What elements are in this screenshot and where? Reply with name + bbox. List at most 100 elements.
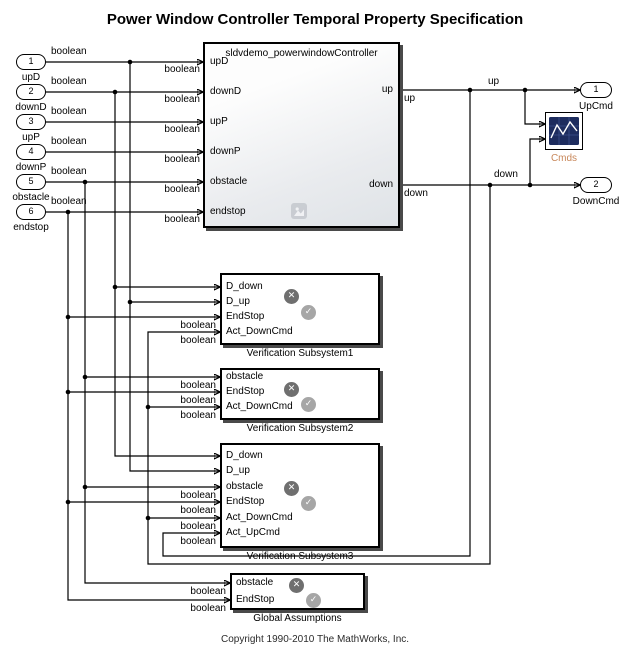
- wire-downD-trunk-to-vs3[interactable]: [114, 92, 220, 456]
- type-label: boolean: [180, 410, 216, 421]
- outport-1-name: UpCmd: [579, 101, 613, 112]
- signal-label-up: up: [488, 76, 500, 87]
- branch-dots: [65, 59, 533, 521]
- vs3-input-d-down: D_down: [226, 450, 263, 461]
- diagram-title: Power Window Controller Temporal Propert…: [106, 11, 524, 28]
- verification-subsystem1-name: Verification Subsystem1: [246, 348, 354, 359]
- type-label: boolean: [164, 124, 200, 135]
- vs3-input-act-downcmd: Act_DownCmd: [226, 512, 293, 523]
- verification-subsystem2-block[interactable]: obstacle EndStop Act_DownCmd ✕ ✓: [220, 368, 380, 420]
- controller-input-downD: downD: [210, 86, 242, 97]
- controller-block[interactable]: sldvdemo_powerwindowController upD downD…: [203, 42, 400, 228]
- vs3-input-obstacle: obstacle: [226, 481, 264, 492]
- vs1-input-endstop: EndStop: [226, 311, 265, 322]
- signal-label-down: down: [404, 188, 428, 199]
- wire-up-to-scope[interactable]: [524, 90, 545, 124]
- vs2-input-obstacle: obstacle: [226, 371, 264, 382]
- x-badge-icon: ✕: [289, 578, 304, 593]
- type-label: boolean: [164, 94, 200, 105]
- type-label: boolean: [51, 196, 87, 207]
- verification-subsystem3-block[interactable]: D_down D_up obstacle EndStop Act_DownCmd…: [220, 443, 380, 548]
- inport-4[interactable]: 4: [16, 144, 46, 160]
- x-badge-icon: ✕: [284, 289, 299, 304]
- type-label: boolean: [164, 214, 200, 225]
- global-assumptions-block[interactable]: obstacle EndStop ✕ ✓: [230, 573, 365, 610]
- type-label: boolean: [164, 184, 200, 195]
- wire-upD-trunk-to-vs3[interactable]: [129, 62, 220, 471]
- vs3-input-endstop: EndStop: [226, 496, 265, 507]
- wire-endstop-trunk-to-ga[interactable]: [67, 212, 230, 600]
- scope-screen-icon: [549, 117, 579, 145]
- type-label: boolean: [180, 505, 216, 516]
- verification-subsystem3-name: Verification Subsystem3: [246, 551, 354, 562]
- type-label: boolean: [180, 335, 216, 346]
- vs3-input-act-upcmd: Act_UpCmd: [226, 527, 280, 538]
- check-badge-icon: ✓: [301, 397, 316, 412]
- scope-name: Cmds: [550, 153, 578, 164]
- type-label: boolean: [180, 380, 216, 391]
- ga-input-endstop: EndStop: [236, 594, 275, 605]
- x-badge-icon: ✕: [284, 481, 299, 496]
- inport-6[interactable]: 6: [16, 204, 46, 220]
- type-label: boolean: [180, 395, 216, 406]
- inport-5[interactable]: 5: [16, 174, 46, 190]
- verification-subsystem2-name: Verification Subsystem2: [246, 423, 354, 434]
- controller-output-up: up: [381, 84, 393, 95]
- vs2-input-endstop: EndStop: [226, 386, 265, 397]
- type-label: boolean: [180, 521, 216, 532]
- check-badge-icon: ✓: [301, 305, 316, 320]
- controller-output-down: down: [369, 179, 393, 190]
- type-label: boolean: [190, 586, 226, 597]
- inport-3-name: upP: [22, 132, 40, 143]
- inport-2[interactable]: 2: [16, 84, 46, 100]
- signal-label-up: up: [404, 93, 416, 104]
- inport-6-name: endstop: [13, 222, 49, 233]
- check-badge-icon: ✓: [301, 496, 316, 511]
- signal-label-down: down: [494, 169, 518, 180]
- x-badge-icon: ✕: [284, 382, 299, 397]
- copyright-note: Copyright 1990-2010 The MathWorks, Inc.: [220, 634, 410, 645]
- type-label: boolean: [51, 46, 87, 57]
- controller-input-upD: upD: [210, 56, 229, 67]
- outport-2-name: DownCmd: [572, 196, 620, 207]
- inport-3[interactable]: 3: [16, 114, 46, 130]
- type-label: boolean: [51, 76, 87, 87]
- controller-input-upP: upP: [210, 116, 228, 127]
- inport-1[interactable]: 1: [16, 54, 46, 70]
- type-label: boolean: [51, 166, 87, 177]
- vs1-input-d-down: D_down: [226, 281, 263, 292]
- controller-block-name: sldvdemo_powerwindowController: [225, 48, 378, 59]
- vs2-input-act-downcmd: Act_DownCmd: [226, 401, 293, 412]
- controller-input-endstop: endstop: [210, 206, 246, 217]
- type-label: boolean: [164, 64, 200, 75]
- controller-input-downP: downP: [210, 146, 241, 157]
- type-label: boolean: [180, 536, 216, 547]
- inport-5-name: obstacle: [12, 192, 50, 203]
- wire-up-trunk-to-vs3[interactable]: [162, 90, 471, 557]
- type-label: boolean: [180, 490, 216, 501]
- vs3-input-d-up: D_up: [226, 465, 250, 476]
- wire-down-trunk-to-vs1[interactable]: [147, 185, 491, 565]
- scope-block[interactable]: [545, 112, 583, 150]
- signal-wires[interactable]: [46, 62, 580, 600]
- inport-1-name: upD: [21, 72, 41, 83]
- vs1-input-d-up: D_up: [226, 296, 250, 307]
- ga-input-obstacle: obstacle: [236, 577, 274, 588]
- model-badge-icon: [291, 203, 307, 219]
- outport-2[interactable]: 2: [580, 177, 612, 193]
- outport-1[interactable]: 1: [580, 82, 612, 98]
- global-assumptions-name: Global Assumptions: [253, 613, 342, 624]
- type-label: boolean: [180, 320, 216, 331]
- verification-subsystem1-block[interactable]: D_down D_up EndStop Act_DownCmd ✕ ✓: [220, 273, 380, 345]
- type-label: boolean: [164, 154, 200, 165]
- inport-4-name: downP: [15, 162, 47, 173]
- inport-2-name: downD: [15, 102, 47, 113]
- type-label: boolean: [51, 136, 87, 147]
- wire-obstacle-trunk-to-ga[interactable]: [84, 182, 230, 583]
- controller-input-obstacle: obstacle: [210, 176, 248, 187]
- vs1-input-act-downcmd: Act_DownCmd: [226, 326, 293, 337]
- check-badge-icon: ✓: [306, 593, 321, 608]
- wire-down-to-scope[interactable]: [529, 139, 545, 185]
- type-label: boolean: [51, 106, 87, 117]
- type-label: boolean: [190, 603, 226, 614]
